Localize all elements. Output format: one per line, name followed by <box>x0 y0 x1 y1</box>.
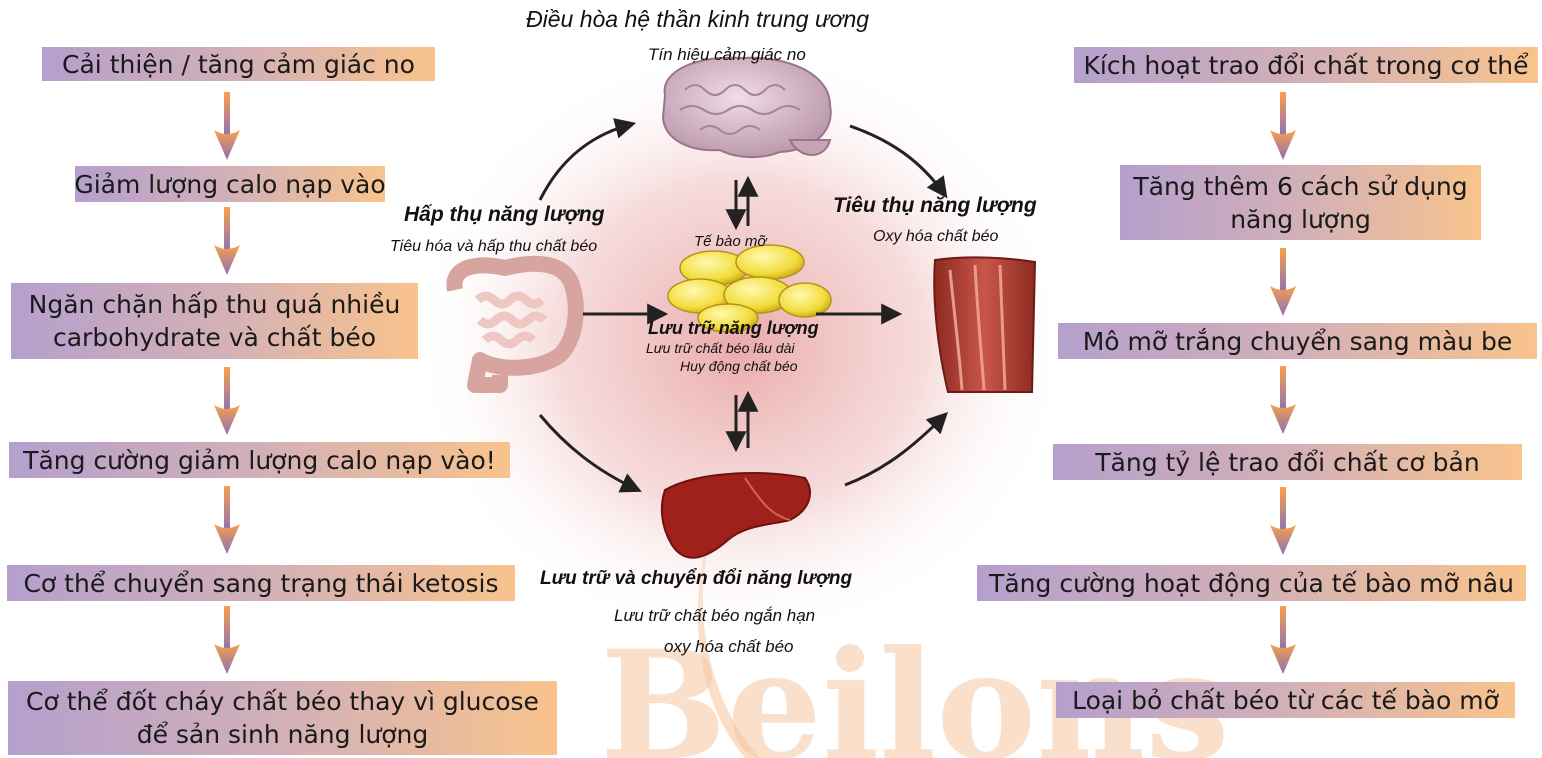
storage-subtitle-2: Huy động chất béo <box>680 358 798 374</box>
down-arrow-icon <box>212 367 242 437</box>
liver-title: Lưu trữ và chuyển đổi năng lượng <box>540 568 852 590</box>
down-arrow-icon <box>1268 92 1298 162</box>
liver-subtitle-1: Lưu trữ chất béo ngắn hạn <box>614 606 815 626</box>
down-arrow-icon <box>212 486 242 556</box>
storage-subtitle-1: Lưu trữ chất béo lâu dài <box>646 340 795 356</box>
brain-subtitle: Tín hiệu cảm giác no <box>648 45 806 65</box>
left-step-5: Cơ thể chuyển sang trạng thái ketosis <box>7 565 515 601</box>
down-arrow-icon <box>1268 487 1298 557</box>
down-arrow-icon <box>1268 606 1298 676</box>
right-step-4: Tăng tỷ lệ trao đổi chất cơ bản <box>1053 444 1522 480</box>
muscle-icon <box>934 257 1035 392</box>
down-arrow-icon <box>1268 366 1298 436</box>
storage-title: Lưu trữ năng lượng <box>648 318 819 339</box>
down-arrow-icon <box>212 92 242 162</box>
brain-title: Điều hòa hệ thần kinh trung ương <box>526 6 869 33</box>
right-step-1: Kích hoạt trao đổi chất trong cơ thể <box>1074 47 1538 83</box>
fat-cell-label: Tế bào mỡ <box>694 233 766 250</box>
left-step-2: Giảm lượng calo nạp vào <box>75 166 385 202</box>
down-arrow-icon <box>212 207 242 277</box>
left-step-1: Cải thiện / tăng cảm giác no <box>42 47 435 81</box>
right-step-3: Mô mỡ trắng chuyển sang màu be <box>1058 323 1537 359</box>
left-step-4: Tăng cường giảm lượng calo nạp vào! <box>9 442 510 478</box>
down-arrow-icon <box>212 606 242 676</box>
consume-subtitle: Oxy hóa chất béo <box>873 228 998 246</box>
right-step-5: Tăng cường hoạt động của tế bào mỡ nâu <box>977 565 1526 601</box>
down-arrow-icon <box>1268 248 1298 318</box>
absorb-subtitle: Tiêu hóa và hấp thu chất béo <box>390 238 597 256</box>
consume-title: Tiêu thụ năng lượng <box>833 194 1037 218</box>
right-step-6: Loại bỏ chất béo từ các tế bào mỡ <box>1056 682 1515 718</box>
left-step-6: Cơ thể đốt cháy chất béo thay vì glucose… <box>8 681 557 755</box>
absorb-title: Hấp thụ năng lượng <box>404 203 605 227</box>
brain-icon <box>663 58 831 157</box>
liver-subtitle-2: oxy hóa chất béo <box>664 637 793 657</box>
